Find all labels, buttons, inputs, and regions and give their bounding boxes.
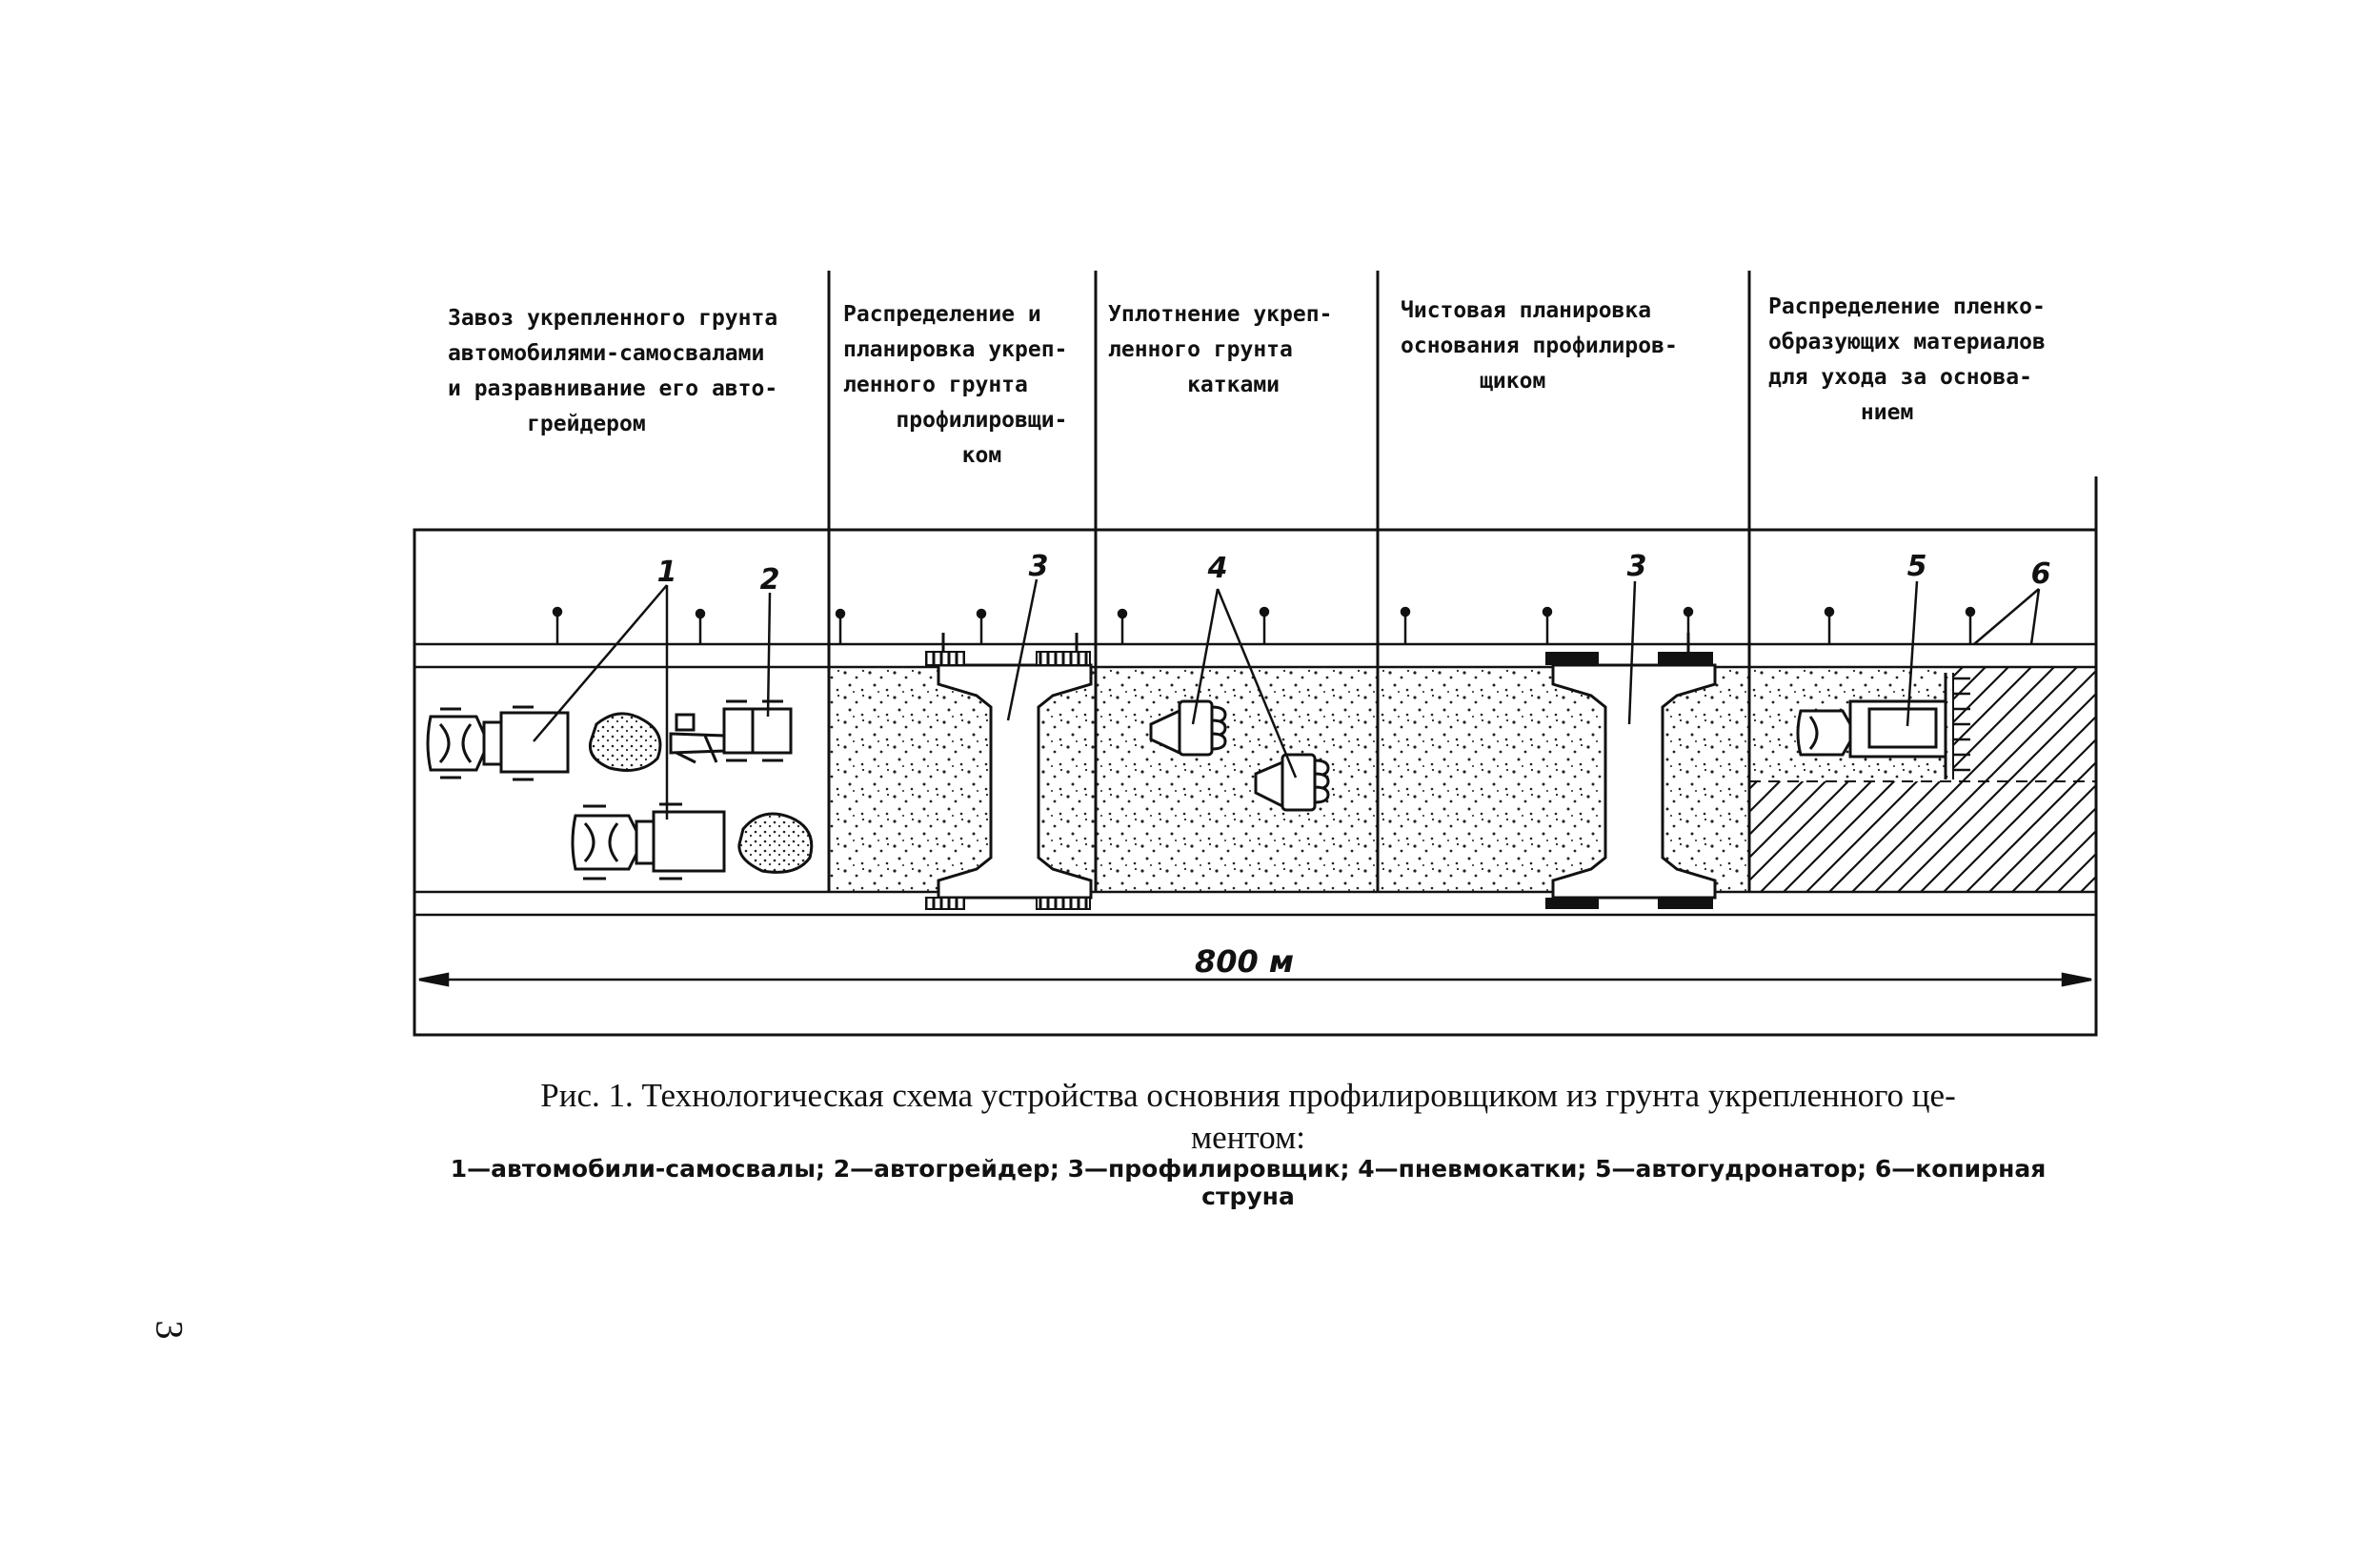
length-dimension-label: 800 м bbox=[1195, 943, 1294, 980]
stabilized-soil-zone-3 bbox=[1096, 667, 1378, 892]
stage-label-distribution: Распределение и планировка укреп- ленног… bbox=[843, 302, 1068, 468]
page-number: 3 bbox=[148, 1320, 192, 1340]
figure-caption: Рис. 1. Технологическая схема устройства… bbox=[540, 1077, 1956, 1156]
soil-pile-1 bbox=[588, 712, 662, 772]
stage-label-delivery: Завоз укрепленного грунта автомобилями-с… bbox=[448, 306, 778, 436]
stage-label-final-grading: Чистовая планировка основания профилиров… bbox=[1401, 298, 1678, 394]
profiler-machine-1 bbox=[925, 633, 1093, 910]
callout-6: 6 bbox=[2031, 557, 2051, 591]
stage-label-film-curing: Распределение пленко- образующих материа… bbox=[1768, 294, 2046, 425]
callout-1: 1 bbox=[657, 556, 677, 589]
stage-label-compaction: Уплотнение укреп- ленного грунта катками bbox=[1108, 302, 1333, 397]
pneumatic-roller-1 bbox=[1149, 699, 1227, 757]
callout-5: 5 bbox=[1907, 550, 1927, 583]
profiler-machine-2 bbox=[1545, 633, 1717, 909]
callout-2: 2 bbox=[760, 563, 780, 597]
stage-dividers bbox=[827, 271, 2098, 1035]
asphalt-distributor bbox=[1796, 673, 1954, 779]
dump-truck-1 bbox=[426, 705, 570, 781]
spray-bar bbox=[1953, 677, 1970, 772]
dump-truck-2 bbox=[571, 802, 726, 880]
stabilized-soil-zone-4 bbox=[1378, 667, 1749, 892]
treated-base-hatched-zone bbox=[1749, 781, 2096, 892]
stabilized-soil-zone-2 bbox=[829, 667, 1096, 892]
length-dimension-line bbox=[418, 972, 2092, 987]
figure-legend: 1—автомобили-самосвалы; 2—автогрейдер; 3… bbox=[450, 1155, 2047, 1210]
callout-3-second: 3 bbox=[1627, 550, 1647, 583]
guide-string-pins bbox=[552, 606, 1976, 644]
callout-3-first: 3 bbox=[1029, 550, 1049, 583]
pneumatic-roller-2 bbox=[1254, 753, 1330, 812]
callout-4: 4 bbox=[1207, 552, 1228, 585]
leader-lines bbox=[533, 578, 2041, 819]
motor-grader bbox=[669, 699, 793, 764]
treated-base-hatched-zone-right bbox=[1953, 667, 2096, 781]
soil-pile-2 bbox=[737, 812, 814, 874]
